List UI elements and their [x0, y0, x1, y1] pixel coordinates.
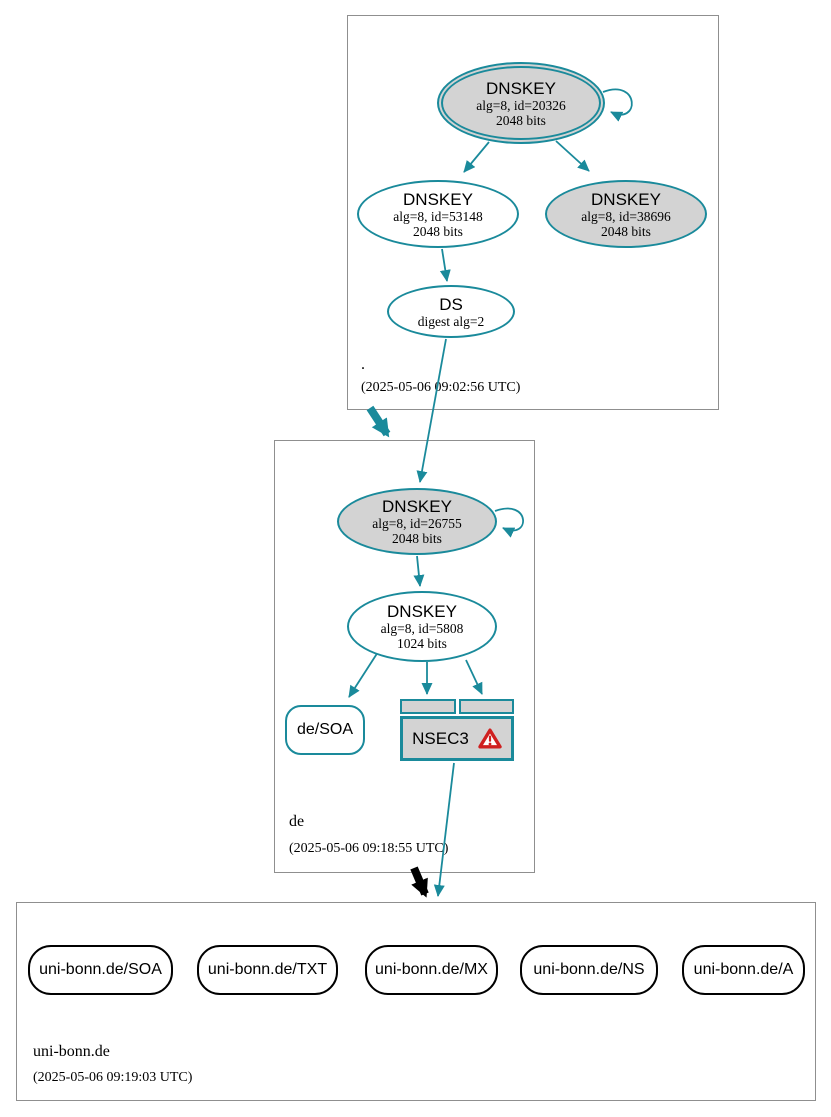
edge-ds-to-de-ksk	[416, 338, 447, 483]
warning-icon	[478, 728, 502, 749]
dnskey-node-de-zsk-5808[interactable]: DNSKEY alg=8, id=5808 1024 bits	[347, 591, 497, 662]
edge-insecure-delegation-de-to-uni-bonn	[410, 866, 429, 898]
zone-timestamp-uni-bonn: (2025-05-06 09:19:03 UTC)	[33, 1070, 193, 1085]
edge-de-zsk-to-nsec3-right	[465, 659, 483, 695]
zone-label-root: .	[361, 356, 365, 373]
rrset-node-uni-bonn-ns[interactable]: uni-bonn.de/NS	[520, 945, 658, 995]
edge-root-ksk-self-sign	[602, 88, 633, 122]
edge-root-ksk-to-key38696	[555, 140, 590, 172]
edge-secure-delegation-root-to-de	[366, 405, 391, 438]
nsec3-record-cell-1[interactable]	[400, 699, 456, 714]
nsec3-record-cells	[400, 699, 514, 714]
edge-nsec3-to-uni-bonn	[433, 762, 455, 897]
nsec3-node[interactable]: NSEC3	[400, 699, 514, 761]
ds-node-root[interactable]: DS digest alg=2	[387, 285, 515, 338]
dnskey-node-root-38696[interactable]: DNSKEY alg=8, id=38696 2048 bits	[545, 180, 707, 248]
rrset-node-uni-bonn-mx[interactable]: uni-bonn.de/MX	[365, 945, 498, 995]
dnskey-node-root-zsk-53148[interactable]: DNSKEY alg=8, id=53148 2048 bits	[357, 180, 519, 248]
nsec3-record-cell-2[interactable]	[458, 699, 514, 714]
zone-label-uni-bonn: uni-bonn.de	[33, 1043, 110, 1060]
edge-de-ksk-to-zsk	[413, 555, 425, 587]
dnskey-node-root-ksk-20326[interactable]: DNSKEY alg=8, id=20326 2048 bits	[437, 62, 605, 144]
edge-de-zsk-to-soa	[348, 651, 379, 698]
rrset-node-uni-bonn-soa[interactable]: uni-bonn.de/SOA	[28, 945, 173, 995]
zone-box-uni-bonn	[16, 902, 816, 1101]
rrset-node-uni-bonn-txt[interactable]: uni-bonn.de/TXT	[197, 945, 338, 995]
dnskey-node-de-ksk-26755[interactable]: DNSKEY alg=8, id=26755 2048 bits	[337, 488, 497, 555]
zone-timestamp-de: (2025-05-06 09:18:55 UTC)	[289, 841, 449, 856]
rrset-node-uni-bonn-a[interactable]: uni-bonn.de/A	[682, 945, 805, 995]
rrset-node-de-soa[interactable]: de/SOA	[285, 705, 365, 755]
zone-timestamp-root: (2025-05-06 09:02:56 UTC)	[361, 380, 521, 395]
edge-de-ksk-self-sign	[494, 507, 524, 538]
edge-root-ksk-to-zsk	[463, 141, 490, 173]
zone-label-de: de	[289, 813, 305, 830]
edge-root-zsk-to-ds	[439, 248, 451, 282]
